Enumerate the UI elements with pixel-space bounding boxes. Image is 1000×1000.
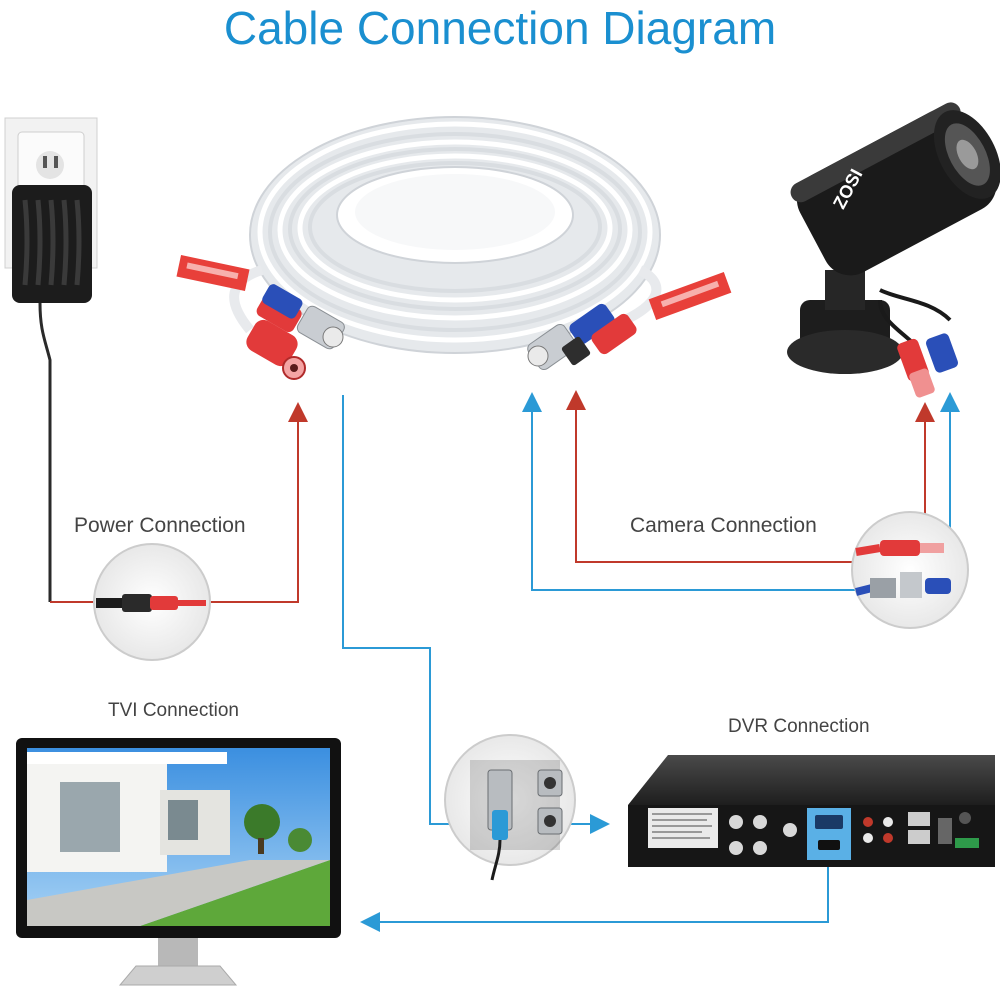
siamese-cable-coil: [229, 116, 662, 354]
camera-connector-magnifier: [851, 511, 969, 629]
camera-connection-label: Camera Connection: [630, 514, 817, 537]
dvr-connection-label: DVR Connection: [728, 716, 870, 737]
bnc-dvr-magnifier: [444, 734, 576, 881]
left-connectors: [176, 254, 345, 380]
hdmi-blue-line: [360, 860, 829, 932]
power-adapter: [12, 185, 92, 602]
power-connection-label: Power Connection: [74, 514, 246, 537]
tvi-connection-label: TVI Connection: [108, 700, 239, 721]
right-connectors: [527, 271, 732, 371]
power-plug-magnifier: [93, 543, 211, 661]
monitor: [16, 738, 341, 986]
bullet-camera: ZOSI: [787, 102, 1000, 398]
dvr-recorder: [628, 755, 995, 867]
diagram-title: Cable Connection Diagram: [223, 2, 777, 54]
